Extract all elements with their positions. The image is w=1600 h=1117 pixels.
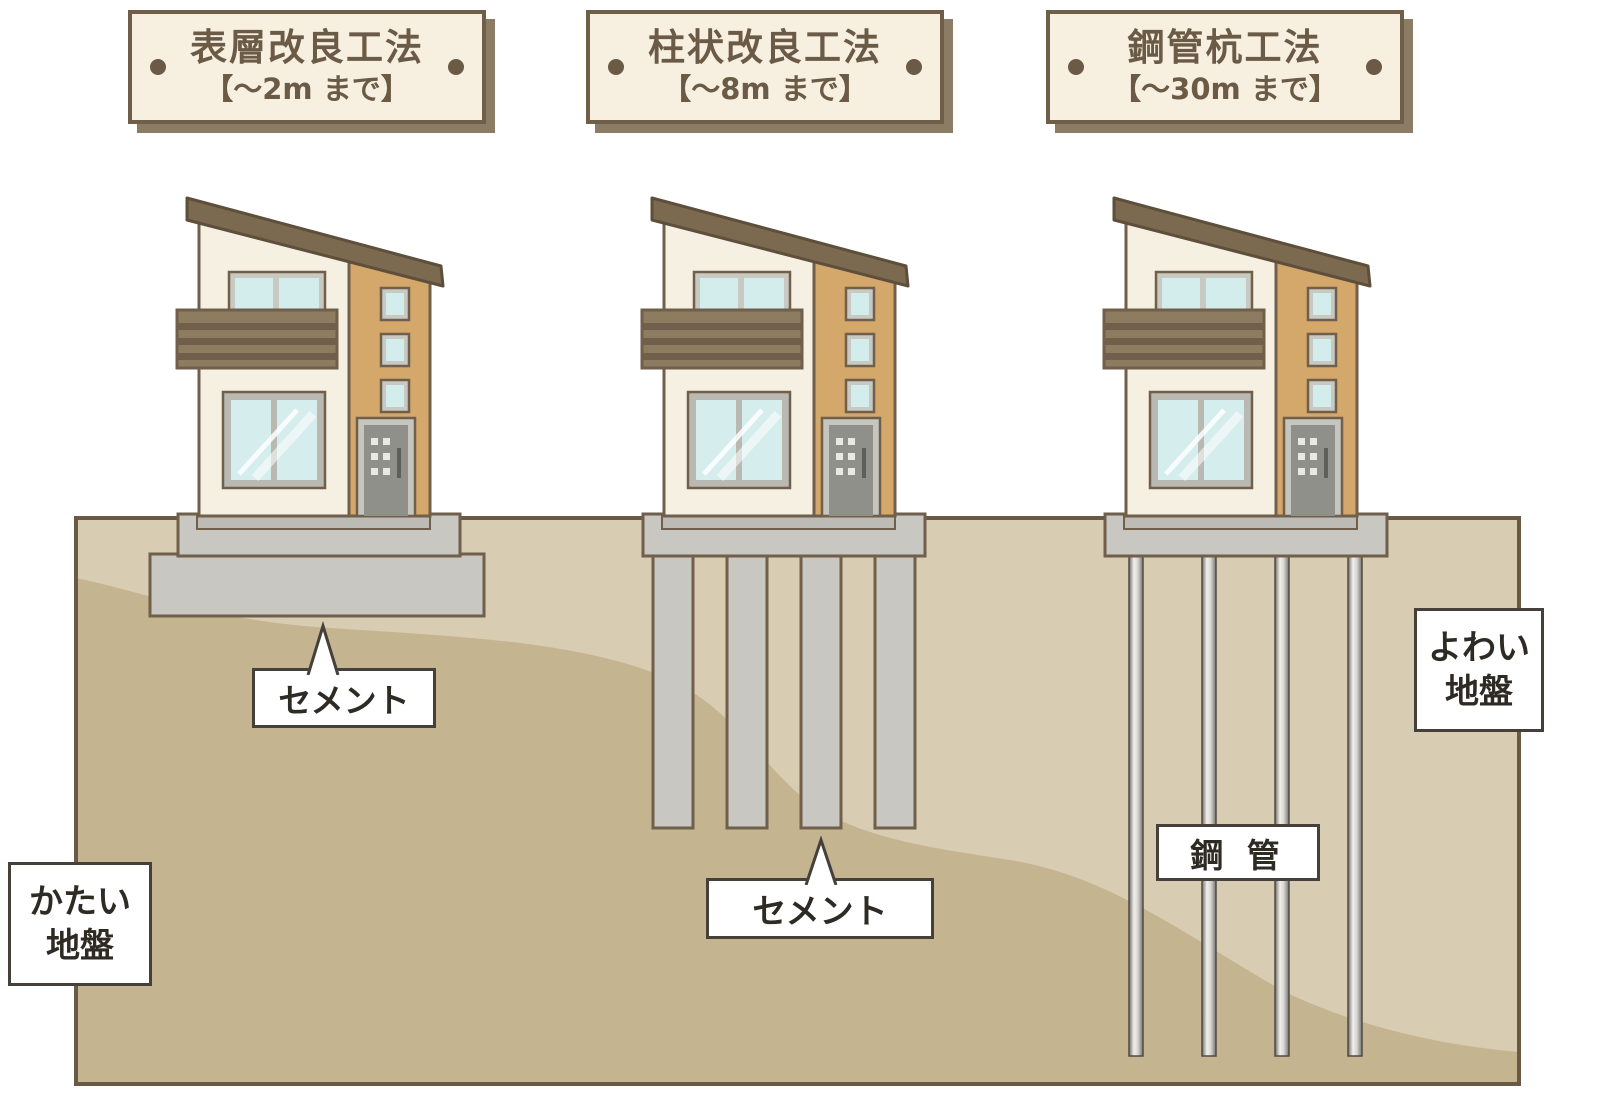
method-title-box-surface: 表層改良工法 【〜2m まで】 [128, 10, 486, 124]
method-title-box-steel-pipe: 鋼管杭工法 【〜30m まで】 [1046, 10, 1404, 124]
foundation-surface-cement-block [148, 512, 486, 618]
method-title: 鋼管杭工法 [1127, 25, 1323, 69]
label-text: セメント [752, 892, 888, 932]
method-title: 柱状改良工法 [648, 25, 882, 69]
label-text-line2: 地盤 [1445, 672, 1513, 712]
house-2 [642, 198, 908, 516]
method-title: 表層改良工法 [190, 25, 424, 69]
bullet-dot-icon [1068, 59, 1084, 75]
label-text: セメント [278, 681, 410, 720]
label-text: 鋼 管 [1190, 835, 1286, 875]
hard-ground-layer [76, 578, 1519, 1084]
pointer-up-icon [804, 835, 838, 885]
house-3 [1104, 198, 1370, 516]
label-text-line2: 地盤 [46, 926, 114, 966]
label-cement-surface: セメント [252, 621, 436, 728]
label-weak-ground: よわい 地盤 [1414, 608, 1544, 732]
bullet-dot-icon [448, 59, 464, 75]
method-depth: 【〜8m まで】 [662, 72, 868, 107]
label-text-line1: かたい [29, 881, 131, 922]
label-hard-ground: かたい 地盤 [8, 862, 152, 986]
pointer-up-icon [306, 621, 340, 675]
label-cement-columnar: セメント [706, 835, 934, 939]
method-depth: 【〜2m まで】 [204, 72, 410, 107]
bullet-dot-icon [1366, 59, 1382, 75]
method-title-box-columnar: 柱状改良工法 【〜8m まで】 [586, 10, 944, 124]
bullet-dot-icon [150, 59, 166, 75]
label-steel-pipe: 鋼 管 [1156, 824, 1320, 881]
house-1 [177, 198, 443, 516]
foundation-columnar-cement-piles [641, 512, 927, 830]
bullet-dot-icon [906, 59, 922, 75]
label-text-line1: よわい [1428, 627, 1530, 668]
method-depth: 【〜30m まで】 [1112, 72, 1338, 107]
bullet-dot-icon [608, 59, 624, 75]
